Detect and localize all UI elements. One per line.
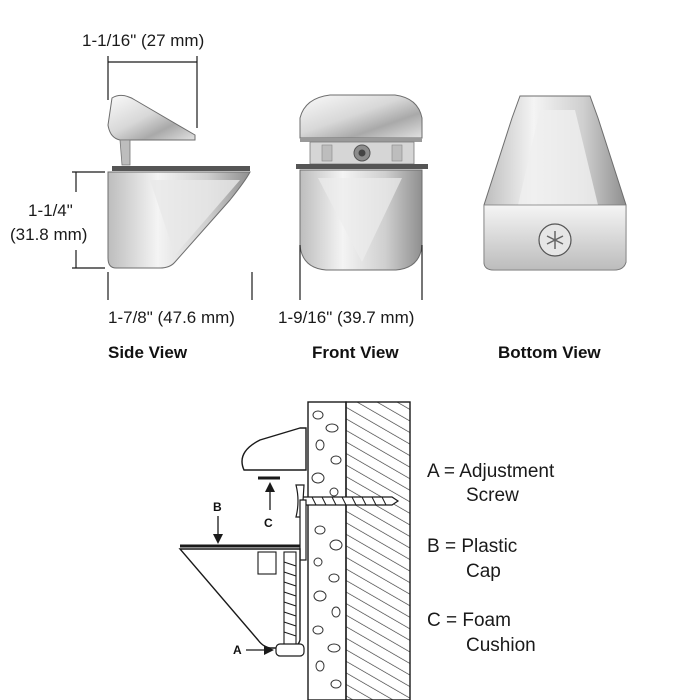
callout-c: C — [264, 516, 273, 530]
front-width-dimension: 1-9/16" (39.7 mm) — [278, 308, 414, 327]
side-height-dimension: 1-1/16" (27 mm) — [82, 31, 204, 50]
bottom-view-drawing — [483, 95, 627, 271]
side-length-dimension: 1-7/8" (47.6 mm) — [108, 308, 235, 327]
side-depth-dimension-line2: (31.8 mm) — [10, 225, 87, 244]
legend-c-line2: Cushion — [466, 635, 536, 656]
legend-c-line1: C = Foam — [427, 610, 511, 631]
legend-a-line2: Screw — [466, 485, 519, 506]
side-view-label: Side View — [108, 343, 188, 362]
front-view-label: Front View — [312, 343, 399, 362]
legend-a-line1: A = Adjustment — [427, 461, 555, 482]
callout-a: A — [233, 643, 242, 657]
legend: A = Adjustment Screw B = Plastic Cap C =… — [427, 461, 555, 656]
legend-b-line2: Cap — [466, 561, 501, 582]
legend-b-line1: B = Plastic — [427, 536, 517, 557]
installation-diagram — [178, 401, 411, 700]
front-view-drawing — [296, 94, 428, 300]
side-depth-dimension-line1: 1-1/4" — [28, 201, 73, 220]
side-view-drawing — [72, 56, 253, 300]
callout-b: B — [213, 500, 222, 514]
bottom-view-label: Bottom View — [498, 343, 601, 362]
